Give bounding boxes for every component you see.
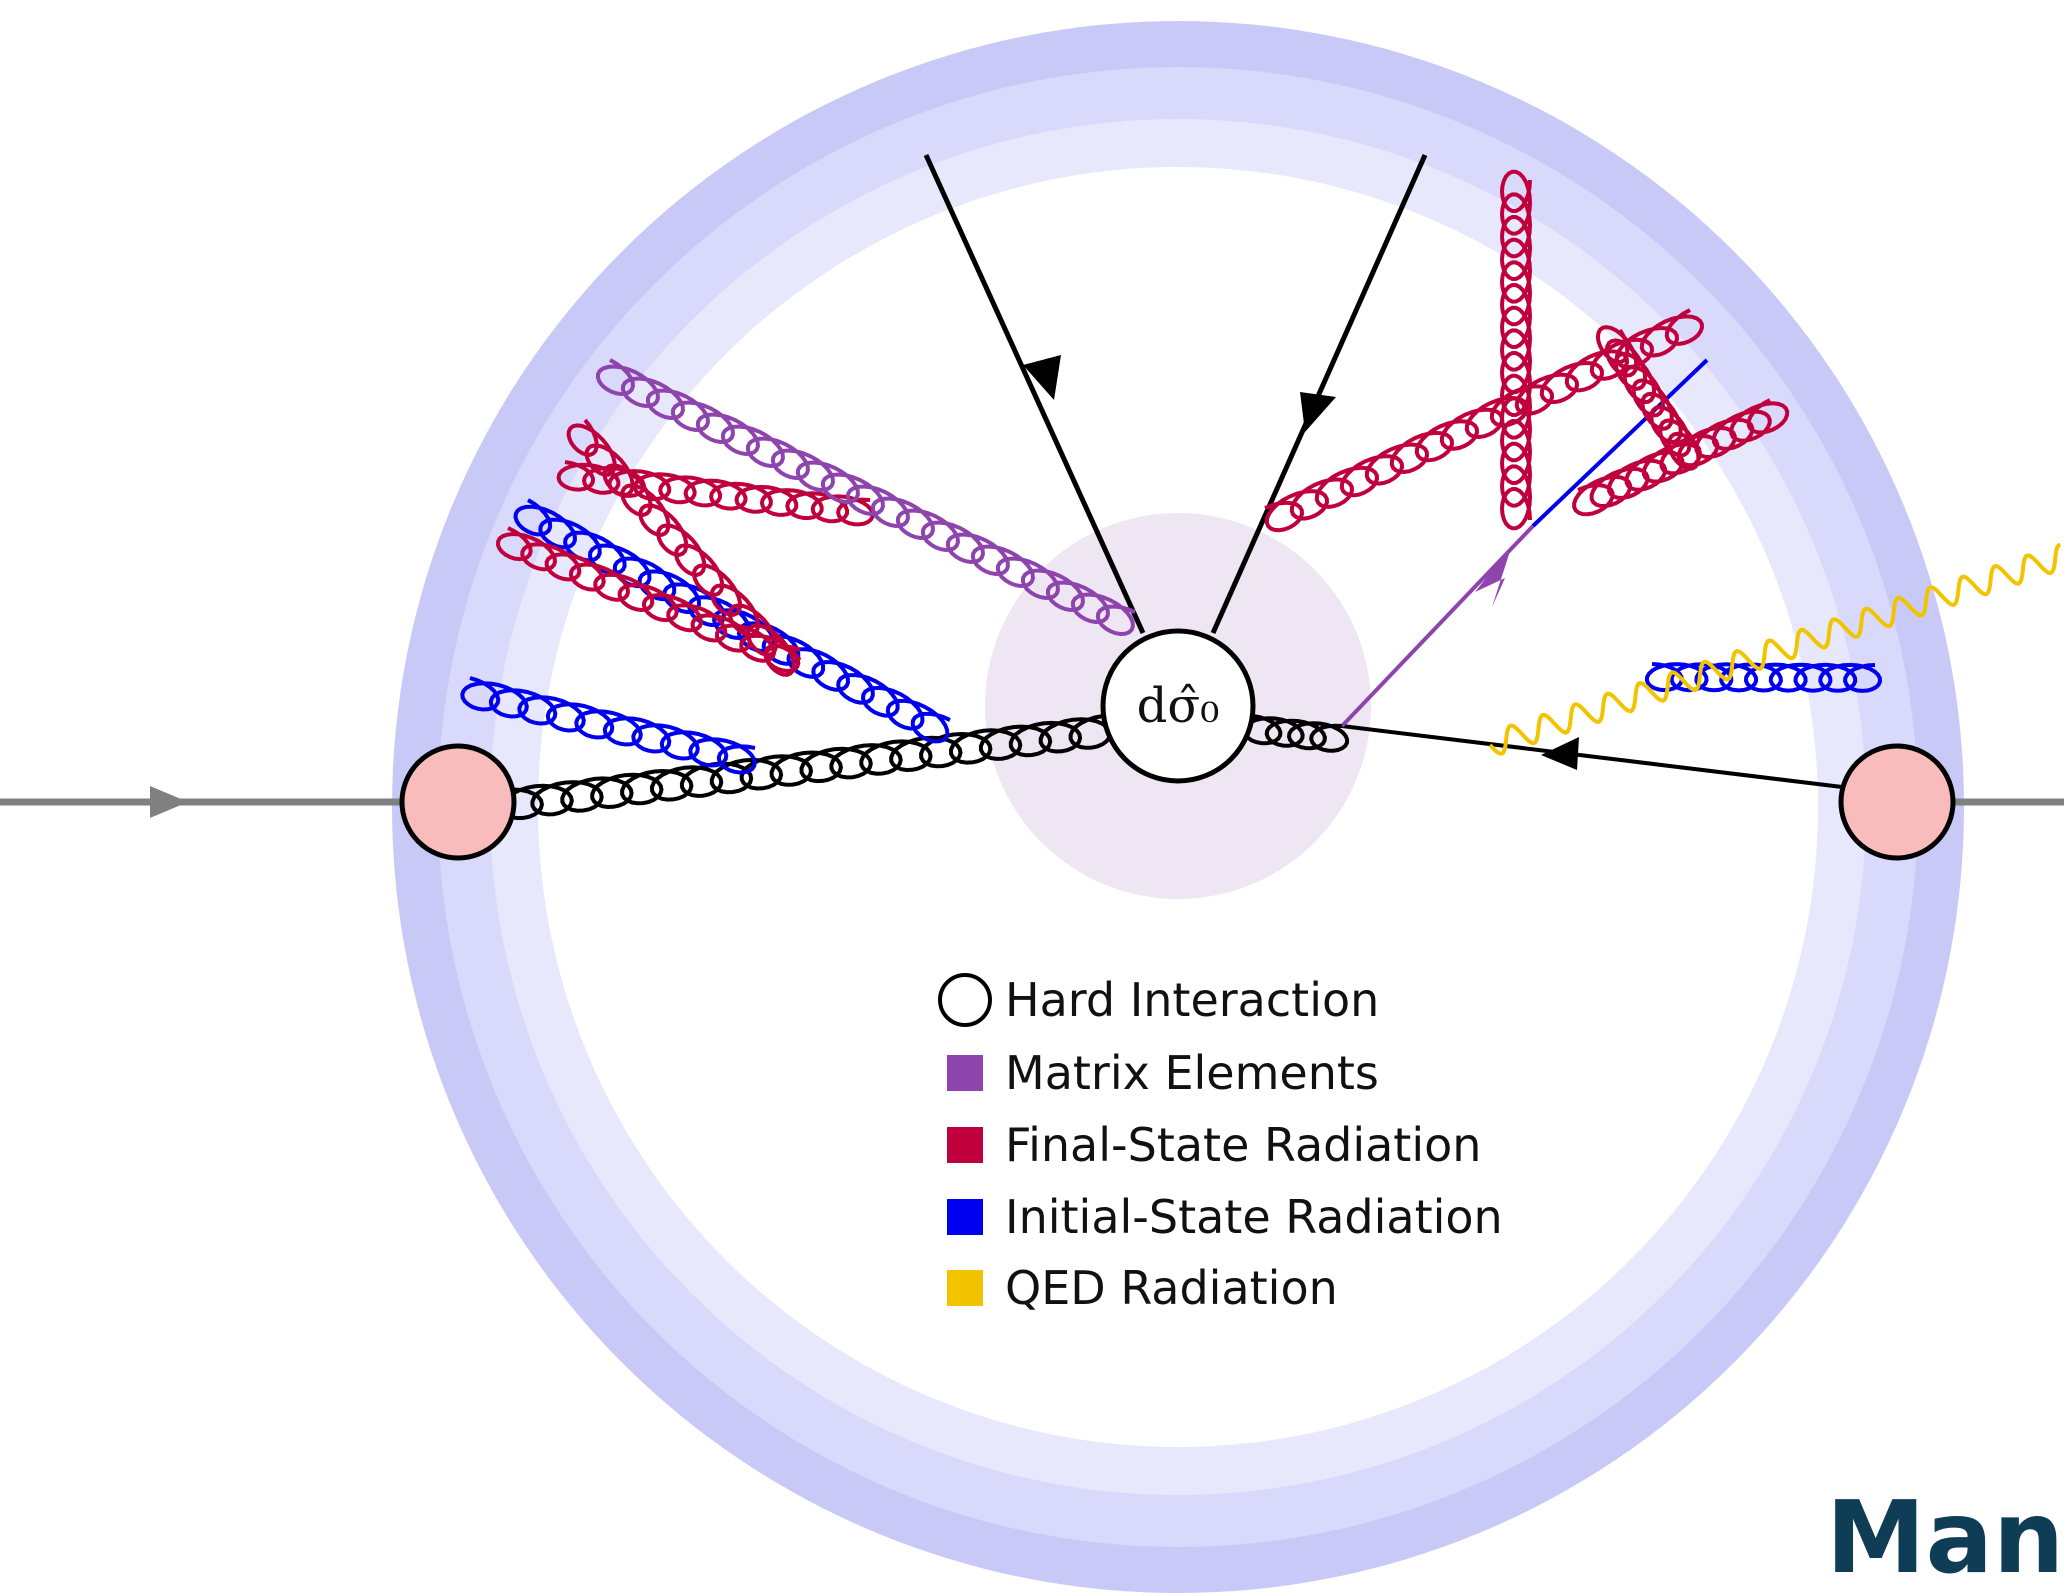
corner-heading: Many (1826, 1479, 2064, 1596)
radiation-lines (460, 169, 2062, 821)
legend-qed-swatch (947, 1270, 983, 1306)
fsr-gluon-7 (1595, 325, 1702, 471)
initial-state-line (1531, 358, 1709, 528)
qed-photon-line (1488, 542, 2062, 756)
legend-matrix-elements-label: Matrix Elements (1005, 1046, 1379, 1100)
fsr-gluon-6 (1572, 398, 1790, 517)
hard-interaction-label: dσ̂₀ (1137, 678, 1220, 734)
incoming-quark-line (1341, 724, 1843, 789)
me-gluon-1 (595, 358, 1136, 637)
incoming-quark-arrow-icon (1541, 737, 1579, 770)
left-beam-arrow (150, 786, 188, 818)
outgoing-quark-line (923, 153, 1146, 635)
legend: Hard Interaction Matrix Elements Final-S… (938, 973, 1503, 1315)
isr-gluon-1 (460, 676, 757, 775)
legend-final-state-label: Final-State Radiation (1005, 1118, 1481, 1172)
legend-final-state-swatch (947, 1127, 983, 1163)
legend-initial-state-label: Initial-State Radiation (1005, 1190, 1503, 1244)
fsr-gluon-3 (566, 418, 802, 677)
right-beam-blob (1838, 743, 1956, 861)
antiquark-arrow-icon (1300, 392, 1336, 432)
fsr-gluon-4 (1264, 308, 1705, 533)
isr-gluon-3 (1644, 662, 1883, 693)
left-beam-blob (399, 743, 517, 861)
legend-hard-interaction-label: Hard Interaction (1005, 973, 1379, 1027)
legend-hard-interaction-swatch (938, 973, 992, 1027)
matrix-element-arrow-icon (1475, 545, 1512, 607)
incoming-gluon-line (500, 714, 1113, 821)
legend-matrix-elements-swatch (947, 1055, 983, 1091)
legend-initial-state-swatch (947, 1199, 983, 1235)
fsr-gluon-5 (1499, 169, 1533, 531)
hard-interaction-vertex (1100, 628, 1256, 784)
outgoing-antiquark-line (1210, 153, 1428, 635)
legend-qed-label: QED Radiation (1005, 1261, 1338, 1315)
quark-arrow-icon (1023, 355, 1061, 400)
fsr-gluon-1 (495, 526, 801, 674)
